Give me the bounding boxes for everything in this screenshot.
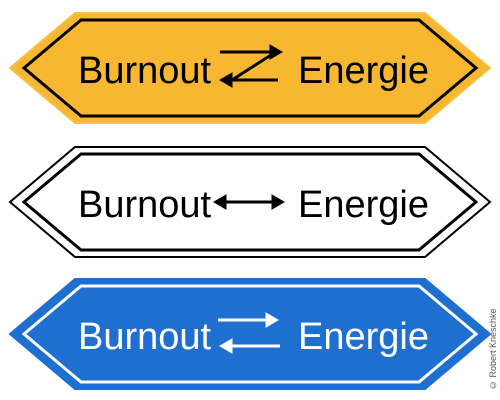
sign-left-label: Burnout — [78, 316, 212, 358]
sign-right-label: Energie — [298, 184, 429, 226]
blue-sign-shape — [8, 278, 492, 390]
blue-direction-sign: Burnout Energie — [0, 274, 500, 394]
sign-left-label: Burnout — [78, 50, 212, 92]
white-direction-sign: Burnout Energie — [0, 142, 500, 262]
yellow-direction-sign: Burnout Energie — [0, 8, 500, 128]
exchange-arrows-icon — [218, 312, 280, 354]
watermark-text: © Robert Kneschke — [488, 308, 498, 390]
white-sign-shape — [8, 146, 492, 258]
yellow-sign-shape — [8, 12, 492, 124]
zigzag-exchange-icon — [219, 44, 283, 88]
sign-right-label: Energie — [298, 50, 429, 92]
sign-left-label: Burnout — [78, 184, 212, 226]
double-headed-arrow-icon — [213, 194, 285, 210]
sign-right-label: Energie — [298, 316, 429, 358]
